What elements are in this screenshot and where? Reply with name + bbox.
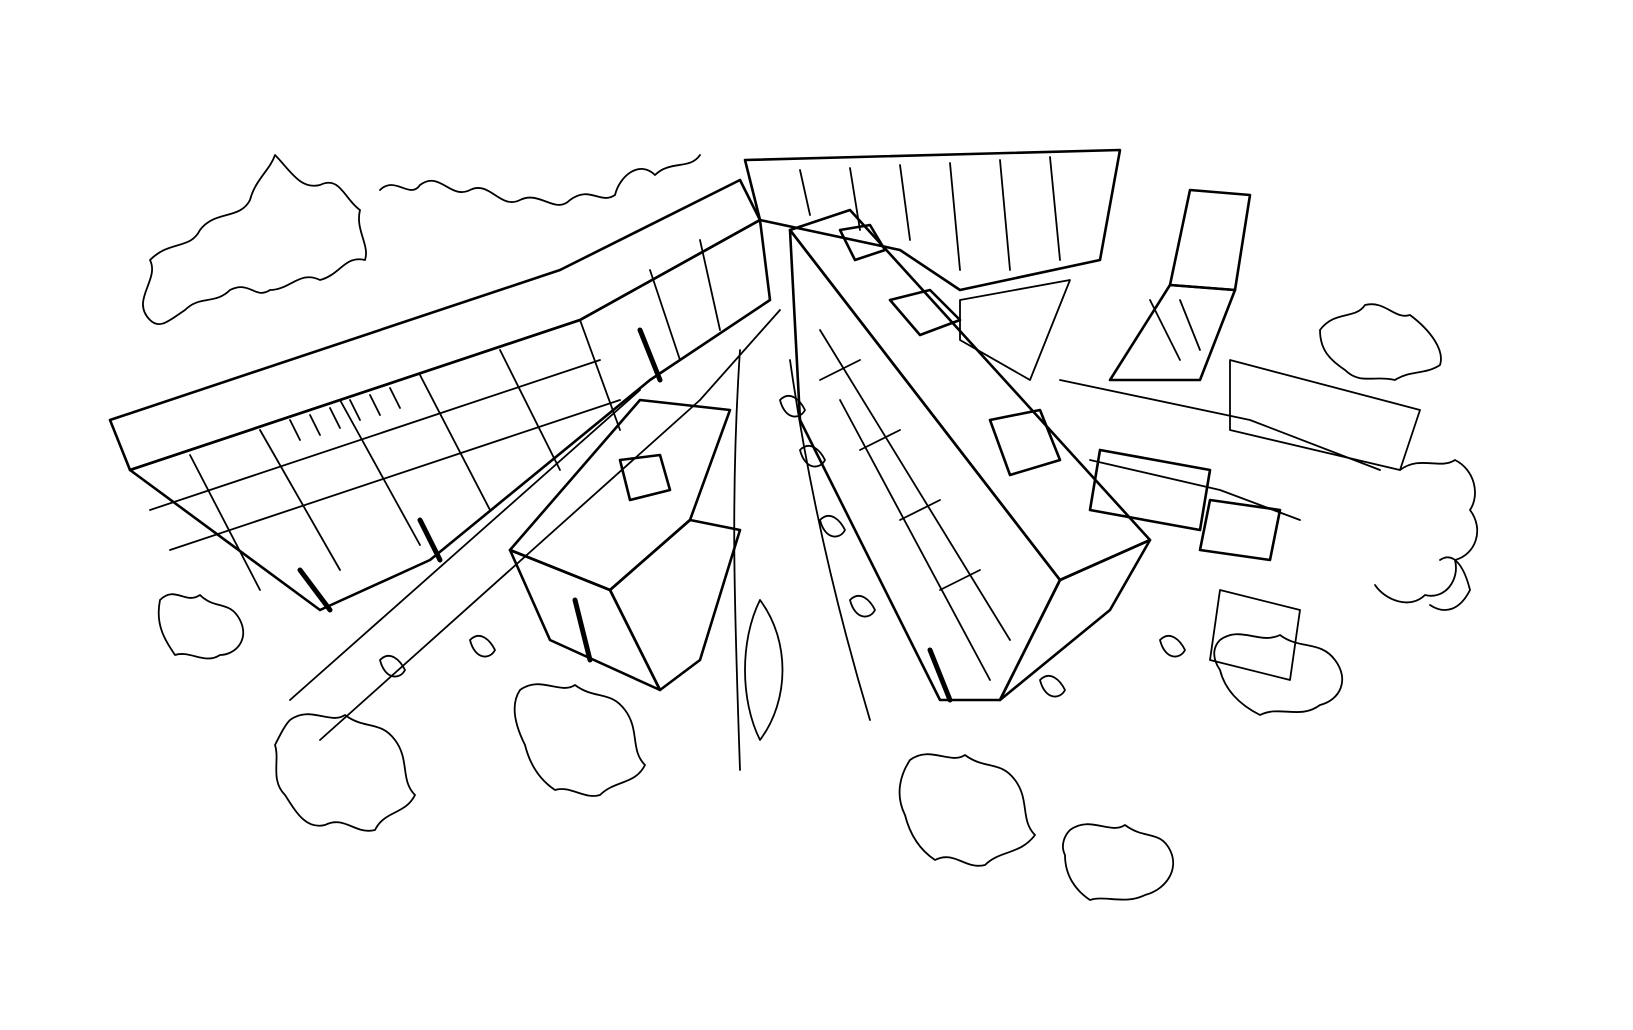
slab-building-left xyxy=(108,178,772,613)
rooftop-unit-1 xyxy=(888,288,962,337)
diagonal-block-band-1 xyxy=(819,329,1011,641)
road-edge-right xyxy=(1059,379,1381,471)
slab-left-grid-2 xyxy=(259,429,341,571)
cube-front xyxy=(508,548,662,692)
diagonal-block-grid-2 xyxy=(859,429,901,451)
tree-canopy-top-right xyxy=(1319,303,1442,381)
low-building-right xyxy=(1088,448,1212,532)
diagonal-block-band-2 xyxy=(839,399,991,681)
shrub-2 xyxy=(799,445,826,468)
slab-left-hatch xyxy=(289,387,401,441)
road-edge-left-2 xyxy=(319,399,701,741)
tower-top-right xyxy=(1108,188,1252,382)
shrub-3 xyxy=(819,515,846,538)
tree-canopy-right xyxy=(1374,459,1479,604)
lawn-right xyxy=(1229,359,1421,471)
back-building-grid xyxy=(799,156,1061,271)
slab-left-grid-1 xyxy=(189,454,261,591)
road-edge-left xyxy=(289,389,641,701)
shrub-5 xyxy=(469,635,496,658)
small-buildings-right xyxy=(1088,448,1282,562)
tower-top xyxy=(1168,188,1252,292)
back-building-top xyxy=(743,148,1122,292)
ground-lines-group xyxy=(289,279,1421,771)
cube-building-center xyxy=(508,398,742,692)
shrub-6 xyxy=(379,655,406,678)
rooftop-unit-2 xyxy=(988,408,1062,477)
slab-left-band-2 xyxy=(169,399,621,551)
diagonal-block-roof xyxy=(788,208,1152,582)
shrub-1 xyxy=(779,395,806,418)
tree-canopy-bottom-left xyxy=(274,713,416,832)
slab-left-shadow-1 xyxy=(297,567,333,613)
cube-rooftop-box xyxy=(618,453,672,502)
back-building-outline xyxy=(743,148,1122,292)
slab-left-grid-5 xyxy=(499,349,561,471)
tree-canopy-left-edge xyxy=(157,593,245,660)
tree-canopy-bottom-center-left xyxy=(513,683,646,797)
slab-left-grid-7 xyxy=(649,269,681,361)
shrub-4 xyxy=(849,595,876,618)
parking-right xyxy=(1209,589,1301,681)
shrub-8 xyxy=(1039,675,1066,698)
cube-shadow xyxy=(572,597,593,663)
tree-canopy-top-center xyxy=(379,154,701,206)
diagonal-block-grid-3 xyxy=(899,499,941,521)
tower-body xyxy=(1108,283,1237,382)
slab-left-grid-3 xyxy=(339,399,421,546)
tree-canopy-bottom-right-center xyxy=(1062,823,1175,901)
cube-side xyxy=(608,518,742,692)
diagonal-block-grid-1 xyxy=(819,359,861,381)
plaza-outline xyxy=(959,279,1071,381)
tree-canopy-group xyxy=(142,154,1479,901)
tree-canopy-bottom-right xyxy=(1213,633,1344,716)
slab-left-shadow-2 xyxy=(417,517,443,563)
tree-canopy-bottom-center xyxy=(898,753,1036,867)
slab-left-facade xyxy=(128,218,772,612)
diagonal-block-facade xyxy=(788,228,1062,702)
slab-left-band-1 xyxy=(149,359,601,511)
slab-left-grid-4 xyxy=(419,374,491,511)
slab-left-grid-8 xyxy=(699,239,721,331)
tree-canopy-far-right xyxy=(1429,556,1471,611)
slab-left-shadow-3 xyxy=(637,327,663,383)
path-bottom xyxy=(744,599,784,741)
diagonal-block-shadow xyxy=(927,647,953,703)
shrub-7 xyxy=(1159,635,1186,658)
tower-grid xyxy=(1149,299,1201,361)
tree-canopy-top-left xyxy=(142,154,367,325)
diagonal-block-side xyxy=(998,538,1152,702)
road-edge-center xyxy=(733,349,741,771)
slab-left-grid-6 xyxy=(579,319,621,431)
shrub-scribbles xyxy=(379,395,1186,698)
road-edge-right-2 xyxy=(1089,459,1301,521)
pavilion-right xyxy=(1198,498,1282,562)
diagonal-block-grid-4 xyxy=(939,569,981,591)
